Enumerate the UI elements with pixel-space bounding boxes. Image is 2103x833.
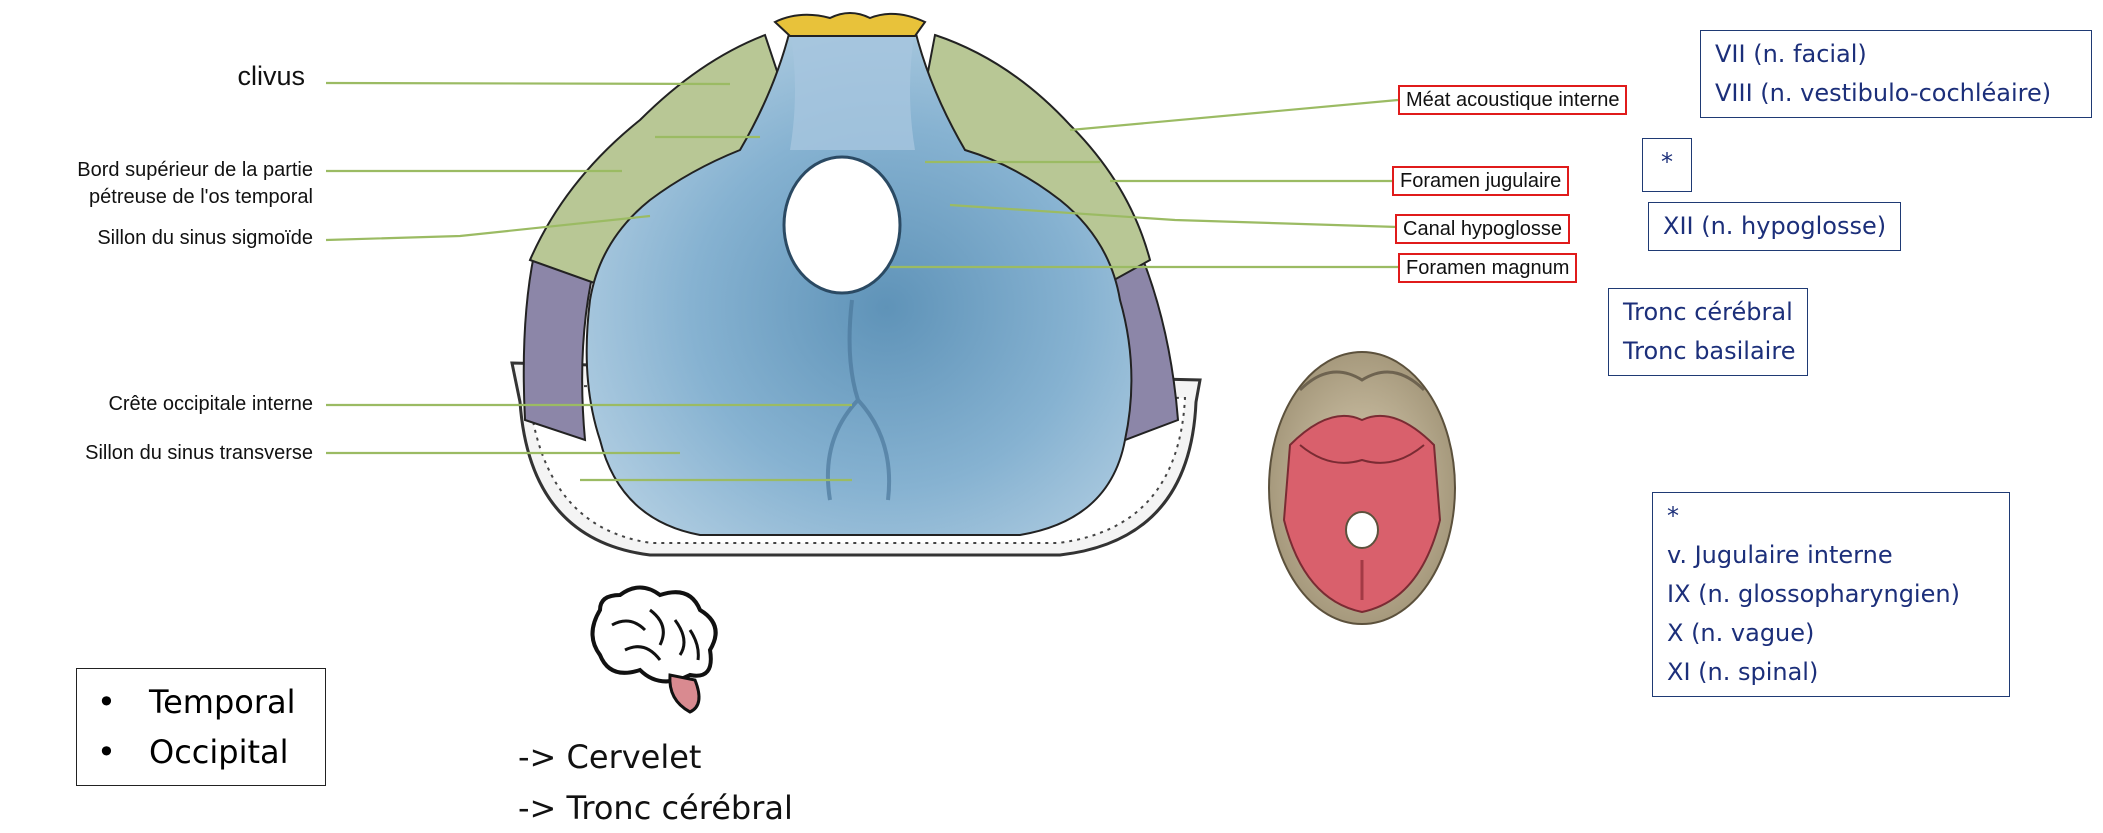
nerve-vii: VII (n. facial) — [1715, 35, 2077, 74]
label-bord-superieur-line1: Bord supérieur de la partie — [0, 157, 313, 184]
skull-thumbnail — [1269, 352, 1455, 624]
magnum-content-2: Tronc basilaire — [1623, 332, 1793, 371]
label-crete-occipitale: Crête occipitale interne — [0, 391, 313, 418]
box-jugulaire-asterisk: * — [1642, 138, 1692, 192]
box-jugulaire-content: * v. Jugulaire interne IX (n. glossophar… — [1652, 492, 2010, 697]
box-hypoglosse-nerve: XII (n. hypoglosse) — [1648, 202, 1901, 251]
brain-icon — [593, 588, 716, 713]
label-sillon-sigmoide: Sillon du sinus sigmoïde — [0, 225, 313, 252]
content-cervelet: -> Cervelet — [518, 732, 701, 782]
box-magnum-content: Tronc cérébral Tronc basilaire — [1608, 288, 1808, 376]
label-foramen-jugulaire: Foramen jugulaire — [1392, 166, 1569, 196]
label-foramen-magnum: Foramen magnum — [1398, 253, 1577, 283]
bone-item-occipital: Occipital — [91, 727, 305, 777]
label-meat-acoustique: Méat acoustique interne — [1398, 85, 1627, 115]
label-canal-hypoglosse: Canal hypoglosse — [1395, 214, 1570, 244]
bones-list-box: Temporal Occipital — [76, 668, 326, 786]
jugulaire-content-5: XI (n. spinal) — [1667, 653, 1995, 692]
nerve-viii: VIII (n. vestibulo-cochléaire) — [1715, 74, 2077, 113]
dorsum-sellae — [775, 13, 925, 36]
jugulaire-content-4: X (n. vague) — [1667, 614, 1995, 653]
jugulaire-content-3: IX (n. glossopharyngien) — [1667, 575, 1995, 614]
bone-item-temporal: Temporal — [91, 677, 305, 727]
magnum-content-1: Tronc cérébral — [1623, 293, 1793, 332]
content-tronc-cerebral: -> Tronc cérébral — [518, 783, 793, 833]
label-clivus: clivus — [150, 63, 305, 90]
label-bord-superieur-line2: pétreuse de l'os temporal — [0, 184, 313, 211]
box-meat-nerves: VII (n. facial) VIII (n. vestibulo-cochl… — [1700, 30, 2092, 118]
label-sillon-transverse: Sillon du sinus transverse — [0, 440, 313, 467]
jugulaire-content-1: * — [1667, 497, 1995, 536]
foramen-magnum-hole — [784, 157, 900, 293]
jugulaire-content-2: v. Jugulaire interne — [1667, 536, 1995, 575]
clivus-surface — [790, 30, 915, 150]
